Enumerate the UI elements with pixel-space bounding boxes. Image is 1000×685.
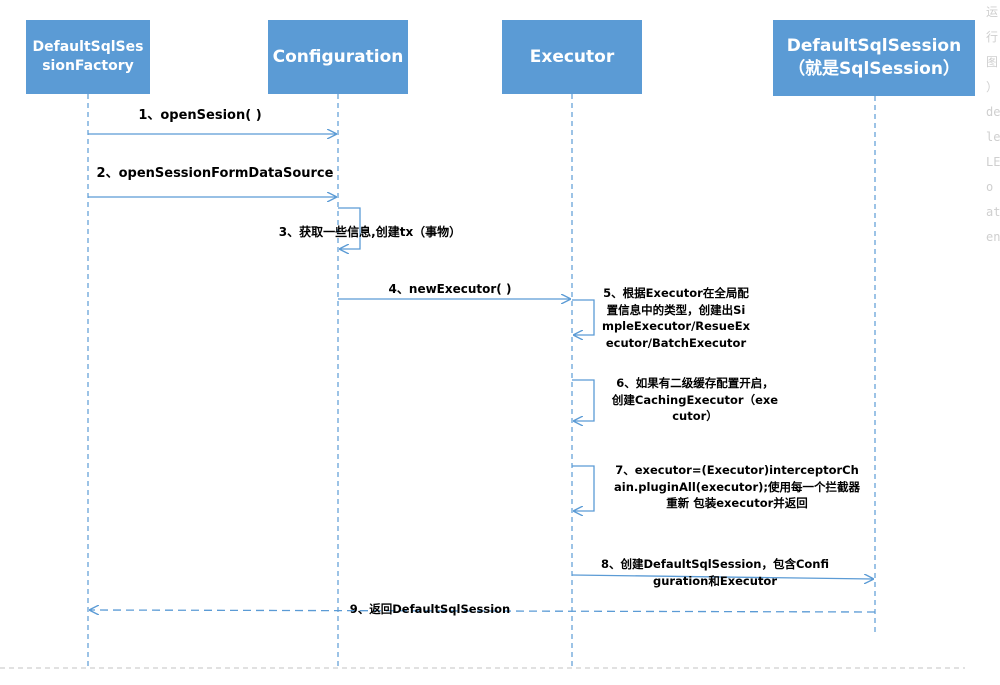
message-label-2: 2、openSessionFormDataSource [96, 166, 334, 181]
participant-default-sql-session: DefaultSqlSession （就是SqlSession） [773, 20, 975, 96]
message-arrow-m3 [338, 207, 361, 249]
message-arrow-m5 [572, 299, 595, 335]
message-label-4: 4、newExecutor( ) [388, 282, 512, 296]
message-label-9: 9、返回DefaultSqlSession [349, 602, 511, 616]
message-arrow-m7 [572, 465, 595, 511]
participant-executor: Executor [502, 20, 642, 94]
message-label-3: 3、获取一些信息,创建tx（事物） [278, 225, 462, 239]
message-label-5: 5、根据Executor在全局配置信息中的类型，创建出SimpleExecuto… [601, 286, 751, 351]
message-label-6: 6、如果有二级缓存配置开启，创建CachingExecutor（executor… [611, 376, 779, 424]
participant-configuration: Configuration [268, 20, 408, 94]
message-arrow-m9 [90, 610, 876, 612]
background-code-fragment: 运行图）rdelegLEoaten [986, 5, 1000, 244]
participant-label: DefaultSqlSessionFactory [32, 39, 144, 74]
participant-default-sql-session-factory: DefaultSqlSessionFactory [26, 20, 150, 94]
message-arrow-m6 [572, 379, 595, 421]
participant-label: Configuration [272, 46, 404, 67]
message-label-7: 7、executor=(Executor)interceptorChain.pl… [614, 463, 860, 511]
participant-label: Executor [529, 46, 615, 67]
message-label-1: 1、openSesion( ) [138, 108, 262, 123]
message-arrow-m8 [571, 575, 873, 579]
message-label-8: 8、创建DefaultSqlSession，包含Configuration和Ex… [600, 557, 830, 588]
participant-label: DefaultSqlSession （就是SqlSession） [786, 36, 962, 79]
